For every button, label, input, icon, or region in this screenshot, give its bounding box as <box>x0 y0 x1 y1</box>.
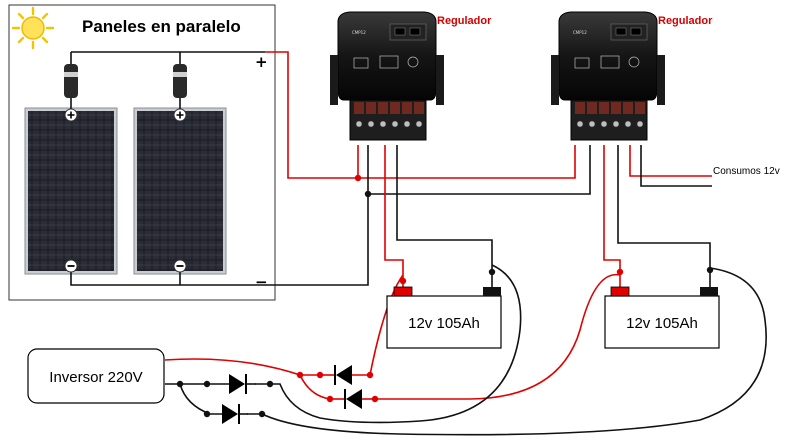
panel-2-diode <box>173 64 187 98</box>
panel-1-positive-terminal-icon <box>64 108 78 122</box>
solar-panel-2 <box>133 107 227 275</box>
reg2-battery-negative-wire <box>617 145 711 287</box>
reg1-battery-positive-wire <box>384 145 404 287</box>
battery-2-label: 12v 105Ah <box>626 315 698 332</box>
diagram-title: Paneles en paralelo <box>82 17 241 36</box>
wiring <box>164 51 767 436</box>
panel-1-diode <box>64 64 78 98</box>
battery-1-label: 12v 105Ah <box>408 315 480 332</box>
load-negative-wire <box>640 145 712 187</box>
loads-label: Consumos 12v <box>713 166 780 177</box>
diode-negative-1 <box>229 374 256 394</box>
svg-text:CMP12: CMP12 <box>573 30 587 35</box>
inverter-positive-wire <box>164 358 320 376</box>
inverter: Inversor 220V <box>27 348 165 404</box>
regulator-1-label: Regulador <box>437 15 492 27</box>
svg-text:CMP12: CMP12 <box>352 30 366 35</box>
load-positive-wire <box>629 145 712 177</box>
regulator-1: Regulador CMP12 <box>330 11 492 141</box>
battery-2: 12v 105Ah <box>604 286 720 349</box>
battery-1-positive-terminal <box>393 286 413 297</box>
panel-array: Paneles en paralelo + − <box>8 4 276 301</box>
inverter-label: Inversor 220V <box>49 369 142 386</box>
battery-1: 12v 105Ah <box>386 286 502 349</box>
panel-negative-wire <box>265 194 369 286</box>
diode-negative-2 <box>222 404 248 424</box>
diode-positive-1 <box>320 365 370 385</box>
junction-dots <box>176 174 714 418</box>
panel-2-negative-terminal-icon <box>173 259 187 273</box>
sun-icon <box>11 6 55 50</box>
positive-bus-sign: + <box>255 53 268 71</box>
regulator-2: Regulador CMP12 <box>551 11 713 141</box>
solar-panel-1 <box>24 107 118 275</box>
battery-2-positive-terminal <box>610 286 630 297</box>
panel-2-positive-terminal-icon <box>173 108 187 122</box>
inverter-negative-wire <box>165 264 522 424</box>
battery-1-negative-terminal <box>483 287 501 296</box>
panel-1-negative-terminal-icon <box>64 259 78 273</box>
reg1-battery-negative-wire <box>396 145 493 287</box>
panel-positive-wire <box>265 51 576 179</box>
negative-bus-sign: − <box>255 273 268 291</box>
regulator-2-label: Regulador <box>658 15 713 27</box>
diode-positive-2 <box>330 389 375 409</box>
battery-2-negative-terminal <box>700 287 718 296</box>
